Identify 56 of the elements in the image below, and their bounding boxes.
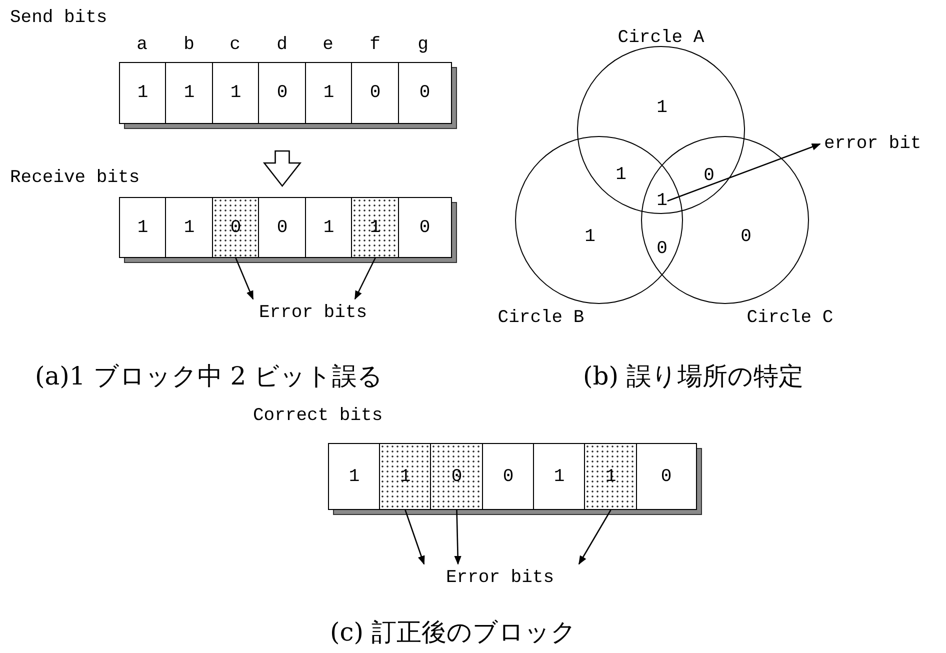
bit-cell: 0 <box>430 443 484 510</box>
column-letter: e <box>322 35 334 55</box>
bit-cell: 1 <box>379 443 432 510</box>
region-value: 1 <box>616 165 626 185</box>
leader-line <box>235 258 254 300</box>
column-letter: a <box>136 35 148 55</box>
venn-circle <box>641 136 809 304</box>
bit-cell: 0 <box>398 197 452 258</box>
bit-cell: 1 <box>212 62 260 124</box>
row-title: Receive bits <box>10 168 140 188</box>
subfigure-caption: (c) 訂正後のブロック <box>330 616 576 648</box>
region-value: 1 <box>656 98 668 118</box>
bit-cell: 1 <box>351 197 400 258</box>
bit-cell: 1 <box>533 443 586 510</box>
bit-cell: 1 <box>165 197 214 258</box>
subfigure-caption: (a)1 ブロック中 2 ビット誤る <box>35 360 384 392</box>
bit-cell: 1 <box>165 62 214 124</box>
annotation-text: 1 <box>656 191 668 211</box>
bit-cell: 0 <box>636 443 696 510</box>
annotation-text: error bit <box>824 134 922 154</box>
leader-line <box>404 510 425 565</box>
bit-cell: 1 <box>305 62 352 124</box>
circle-label: Circle C <box>746 308 834 328</box>
bit-cell: 1 <box>119 197 166 258</box>
column-letter: g <box>418 35 428 55</box>
circle-label: Circle A <box>618 28 704 48</box>
bit-cell: 1 <box>305 197 352 258</box>
column-letter: b <box>184 35 194 55</box>
venn-circle <box>577 46 745 214</box>
bit-cell: 0 <box>212 197 260 258</box>
block-arrow <box>262 150 302 188</box>
bit-cell: 1 <box>328 443 380 510</box>
bit-cell: 0 <box>258 197 306 258</box>
column-letter: f <box>370 35 380 55</box>
row-title: Send bits <box>10 8 108 28</box>
bit-cell: 0 <box>482 443 534 510</box>
leader-line <box>354 258 376 300</box>
column-letter: d <box>276 35 288 55</box>
bit-cell: 0 <box>351 62 400 124</box>
region-value: 0 <box>704 166 714 186</box>
region-value: 0 <box>656 239 668 259</box>
subfigure-caption: (b) 誤り場所の特定 <box>583 360 804 392</box>
row-title: Correct bits <box>253 406 383 426</box>
annotation-text: Error bits <box>446 568 554 588</box>
venn-circle <box>515 136 683 304</box>
bit-cell: 1 <box>119 62 166 124</box>
region-value: 0 <box>740 227 752 247</box>
column-letter: c <box>230 35 240 55</box>
leader-line <box>454 510 462 565</box>
leader-line <box>578 510 612 565</box>
annotation-text: Error bits <box>258 303 368 323</box>
circle-label: Circle B <box>498 308 584 328</box>
region-value: 1 <box>584 227 596 247</box>
bit-cell: 0 <box>258 62 306 124</box>
bit-cell: 1 <box>584 443 638 510</box>
bit-cell: 0 <box>398 62 452 124</box>
